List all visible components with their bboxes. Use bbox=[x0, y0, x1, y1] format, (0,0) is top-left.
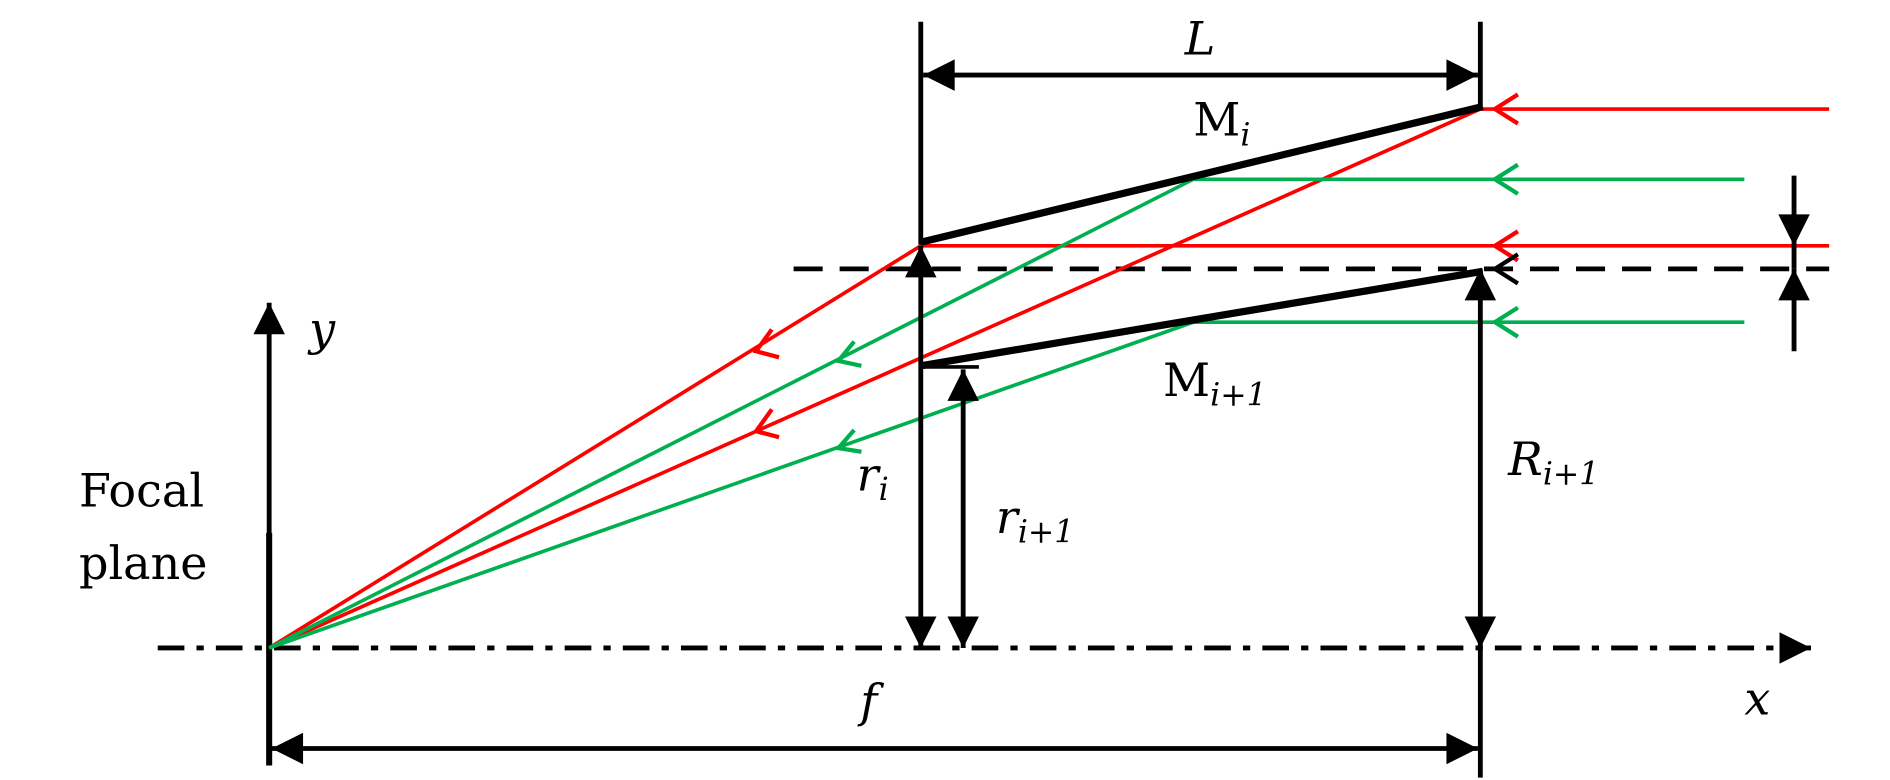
label-R-i1: Ri+1 bbox=[1507, 432, 1599, 493]
chevron-icon bbox=[1490, 92, 1520, 126]
chevron-icon bbox=[752, 328, 780, 360]
label-L: L bbox=[1184, 12, 1216, 66]
label-M-i: Mi bbox=[1193, 93, 1250, 154]
label-M-i1: Mi+1 bbox=[1163, 353, 1267, 414]
mirror-i bbox=[919, 103, 1484, 246]
label-y-axis: y bbox=[307, 302, 336, 356]
label-plane: plane bbox=[79, 536, 207, 590]
chevron-icon bbox=[834, 428, 862, 454]
label-focal: Focal bbox=[79, 463, 204, 517]
red-ray-inner bbox=[268, 244, 1830, 650]
chevron-icon bbox=[834, 340, 862, 368]
chevron-icon bbox=[1490, 229, 1520, 263]
mirror-i1 bbox=[920, 267, 1484, 370]
green-ray-upper bbox=[268, 177, 1745, 650]
chevron-icon bbox=[1490, 162, 1520, 196]
ray-direction-chevrons bbox=[752, 92, 1520, 454]
label-f: f bbox=[857, 674, 884, 728]
label-x-axis: x bbox=[1744, 672, 1770, 726]
chevron-icon bbox=[752, 408, 780, 440]
label-r-i: ri bbox=[857, 448, 889, 509]
label-r-i1: ri+1 bbox=[996, 490, 1074, 551]
